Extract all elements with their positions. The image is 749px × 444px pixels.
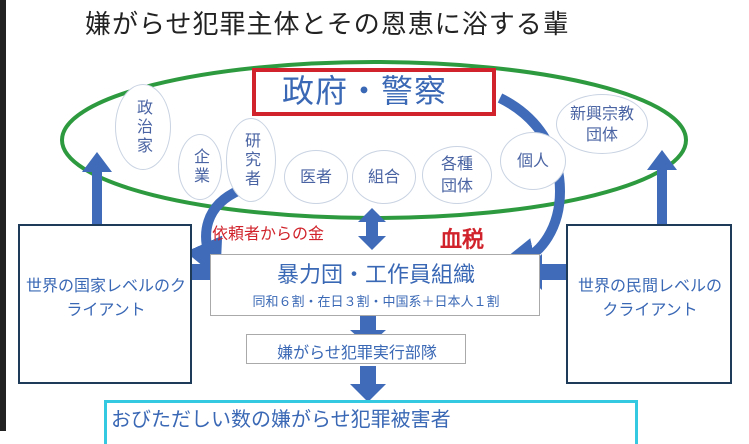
government-box <box>252 68 496 116</box>
down-arrow-2 <box>350 366 386 402</box>
diagram-canvas <box>60 60 688 402</box>
gang-organization-title: 暴力団・工作員組織 <box>276 263 475 288</box>
blood-tax-label: 血税 <box>440 228 485 253</box>
execution-unit-label: 嫌がらせ犯罪実行部隊 <box>277 343 437 362</box>
national-client-box: 世界の国家レベルのクライアント <box>18 224 192 384</box>
page-title: 嫌がらせ犯罪主体とその恩恵に浴する輩 <box>85 10 570 40</box>
right-double-arrow <box>647 150 677 246</box>
member-companies: 企業 <box>178 134 222 200</box>
member-unions: 組合 <box>352 150 416 204</box>
private-client-label: 世界の民間レベルのクライアント <box>577 276 722 319</box>
victims-box: おびただしい数の嫌がらせ犯罪被害者 <box>104 400 638 444</box>
member-individuals: 個人 <box>500 132 566 190</box>
money-from-requesters-label: 依頼者からの金 <box>212 224 325 243</box>
private-client-box: 世界の民間レベルのクライアント <box>566 224 732 384</box>
gang-organization-box: 暴力団・工作員組織 同和６割・在日３割・中国系＋日本人１割 <box>210 254 540 316</box>
money-curved-arrow <box>185 185 243 281</box>
victims-label: おびただしい数の嫌がらせ犯罪被害者 <box>111 407 451 431</box>
member-groups: 各種団体 <box>422 146 492 204</box>
member-doctors: 医者 <box>284 150 348 204</box>
member-new-religions: 新興宗教団体 <box>556 94 648 154</box>
member-politicians: 政治家 <box>115 84 171 170</box>
execution-unit-box: 嫌がらせ犯罪実行部隊 <box>246 334 466 364</box>
government-label: 政府・警察 <box>282 72 448 110</box>
gang-composition: 同和６割・在日３割・中国系＋日本人１割 <box>252 295 500 310</box>
member-researchers: 研究者 <box>226 118 276 202</box>
center-double-arrow <box>358 208 386 250</box>
left-edge-bar <box>0 0 6 431</box>
blood-tax-curved-arrow <box>495 93 565 278</box>
national-client-label: 世界の国家レベルのクライアント <box>26 276 187 319</box>
left-double-arrow <box>82 152 112 246</box>
